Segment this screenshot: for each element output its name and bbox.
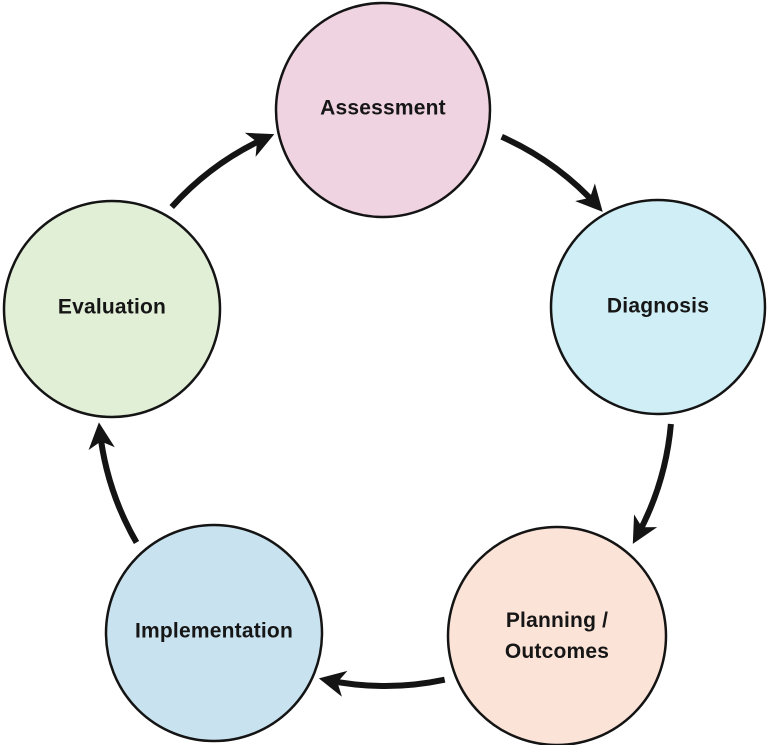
arrow-assessment-to-diagnosis xyxy=(500,134,603,212)
node-planning-outcomes-circle xyxy=(446,525,668,745)
node-assessment-label: Assessment xyxy=(320,97,446,120)
node-assessment: Assessment xyxy=(274,1,492,219)
node-diagnosis-label: Diagnosis xyxy=(607,295,709,318)
arrow-diagnosis-to-planning xyxy=(632,423,674,544)
node-evaluation: Evaluation xyxy=(2,199,222,419)
node-diagnosis: Diagnosis xyxy=(549,198,767,416)
node-planning-outcomes-label-line1: Planning / xyxy=(506,609,608,632)
arrows xyxy=(88,132,674,697)
node-assessment-circle xyxy=(274,1,492,219)
node-diagnosis-circle xyxy=(549,198,767,416)
node-implementation-label: Implementation xyxy=(135,620,293,643)
node-evaluation-label: Evaluation xyxy=(58,296,166,319)
arrow-evaluation-to-assessment xyxy=(169,132,275,210)
node-planning-outcomes: Planning / Outcomes xyxy=(446,525,668,745)
arrow-implementation-to-evaluation xyxy=(88,422,140,544)
node-implementation-circle xyxy=(104,523,324,743)
arrow-planning-to-implementation xyxy=(318,670,446,697)
node-implementation: Implementation xyxy=(104,523,324,743)
node-evaluation-circle xyxy=(2,199,222,419)
node-planning-outcomes-label-line2: Outcomes xyxy=(505,640,609,663)
